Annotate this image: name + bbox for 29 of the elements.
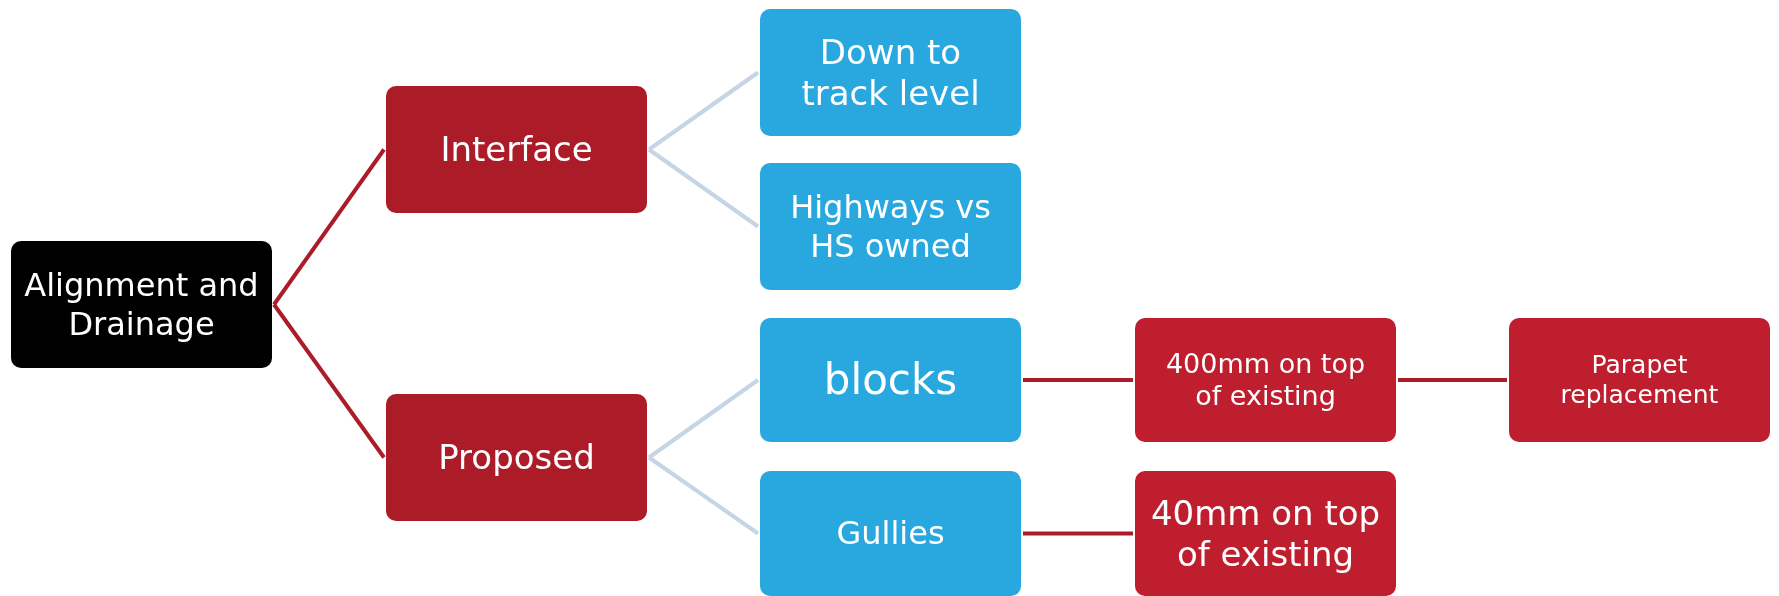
topic-label: Parapet replacement <box>1559 350 1720 410</box>
topic-label: Down to track level <box>800 31 981 114</box>
topic-label: 400mm on top of existing <box>1164 347 1367 413</box>
topic-label: Gullies <box>836 514 945 553</box>
topic-box <box>11 241 272 368</box>
topic-box <box>760 163 1021 290</box>
topic-box <box>760 318 1021 442</box>
connector-line <box>1398 378 1507 382</box>
topic-label: Interface <box>440 129 593 170</box>
topic-label: Proposed <box>438 437 595 478</box>
topic-box <box>1135 318 1396 442</box>
connector-line <box>647 147 760 229</box>
topic-box <box>760 471 1021 596</box>
topic-label: blocks <box>823 354 958 406</box>
topic-box <box>1135 471 1396 596</box>
topic-box <box>386 394 647 521</box>
topic-box <box>760 9 1021 136</box>
connector-line <box>1023 531 1133 536</box>
topic-label: 40mm on top of existing <box>1149 492 1382 575</box>
connector-line <box>272 303 386 459</box>
connector-line <box>272 148 386 306</box>
topic-box <box>1509 318 1770 442</box>
topic-label: Highways vs HS owned <box>789 188 992 265</box>
connector-line <box>647 378 760 460</box>
connector-line <box>1023 378 1133 382</box>
topic-label: Alignment and Drainage <box>23 266 260 343</box>
connector-line <box>647 70 760 152</box>
topic-box <box>386 86 647 213</box>
connector-line <box>647 455 760 536</box>
